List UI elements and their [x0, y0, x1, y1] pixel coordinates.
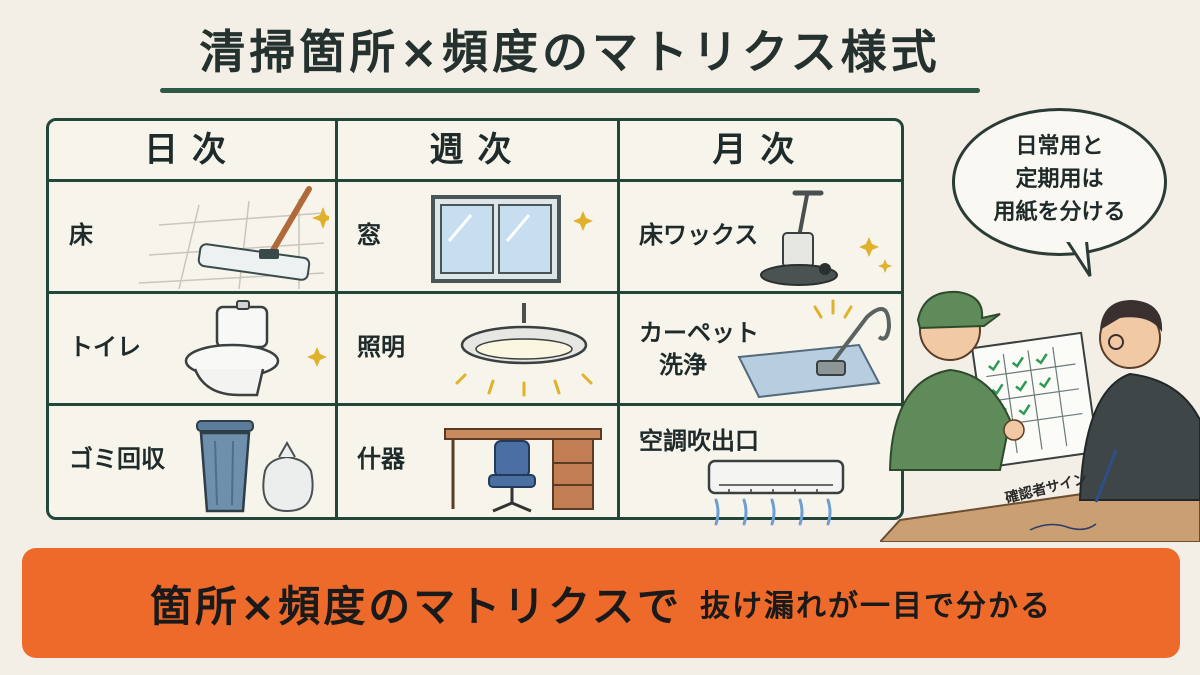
cell-carpet-wash: 洗浄	[659, 351, 707, 379]
cell-toilet: トイレ	[69, 333, 141, 361]
floor-polisher-icon	[760, 190, 892, 286]
grid-line	[49, 291, 901, 294]
carpet-cleaner-icon	[737, 299, 892, 399]
banner-text: 箇所×頻度のマトリクスで 抜け漏れが一目で分かる	[22, 548, 1180, 658]
toilet-icon	[184, 300, 327, 397]
window-icon	[431, 195, 593, 283]
grid-line	[335, 121, 338, 517]
cleaning-matrix: 日次 週次 月次 床 トイレ ゴミ回収 窓	[46, 118, 904, 520]
bubble-line: 日常用と	[1015, 134, 1104, 159]
column-header-monthly: 月次	[712, 130, 809, 170]
cell-garbage: ゴミ回収	[69, 445, 165, 473]
cell-floor: 床	[69, 221, 93, 249]
speech-bubble	[952, 108, 1167, 256]
page-title: 清掃箇所×頻度のマトリクス様式	[199, 25, 941, 79]
desk-icon	[444, 428, 602, 513]
airflow-icon	[714, 498, 832, 526]
cell-furniture: 什器	[357, 445, 405, 473]
speech-bubble-text: 日常用と 定期用は 用紙を分ける	[952, 130, 1167, 229]
bubble-line: 定期用は	[1015, 167, 1104, 192]
grid-line	[49, 403, 901, 406]
air-conditioner-icon	[707, 459, 845, 495]
people-illustration	[880, 290, 1200, 542]
column-header-daily: 日次	[144, 130, 240, 170]
column-header-weekly: 週次	[429, 130, 526, 170]
cell-floor-wax: 床ワックス	[639, 221, 759, 249]
cell-window: 窓	[357, 221, 381, 249]
bottom-banner	[22, 548, 1180, 658]
mop-icon	[139, 186, 329, 289]
speech-bubble-tail	[1062, 236, 1092, 277]
cell-lighting: 照明	[357, 333, 405, 361]
trash-can-icon	[196, 420, 314, 513]
banner-main: 箇所×頻度のマトリクスで	[150, 581, 682, 631]
banner-sub: 抜け漏れが一目で分かる	[699, 589, 1052, 624]
grid-line	[617, 121, 620, 517]
cell-carpet: カーペット	[639, 319, 759, 347]
ceiling-light-icon	[455, 303, 593, 397]
title-underline	[160, 88, 980, 93]
bubble-line: 用紙を分ける	[993, 200, 1126, 225]
grid-line	[49, 179, 901, 182]
cell-air-vent: 空調吹出口	[639, 427, 759, 455]
